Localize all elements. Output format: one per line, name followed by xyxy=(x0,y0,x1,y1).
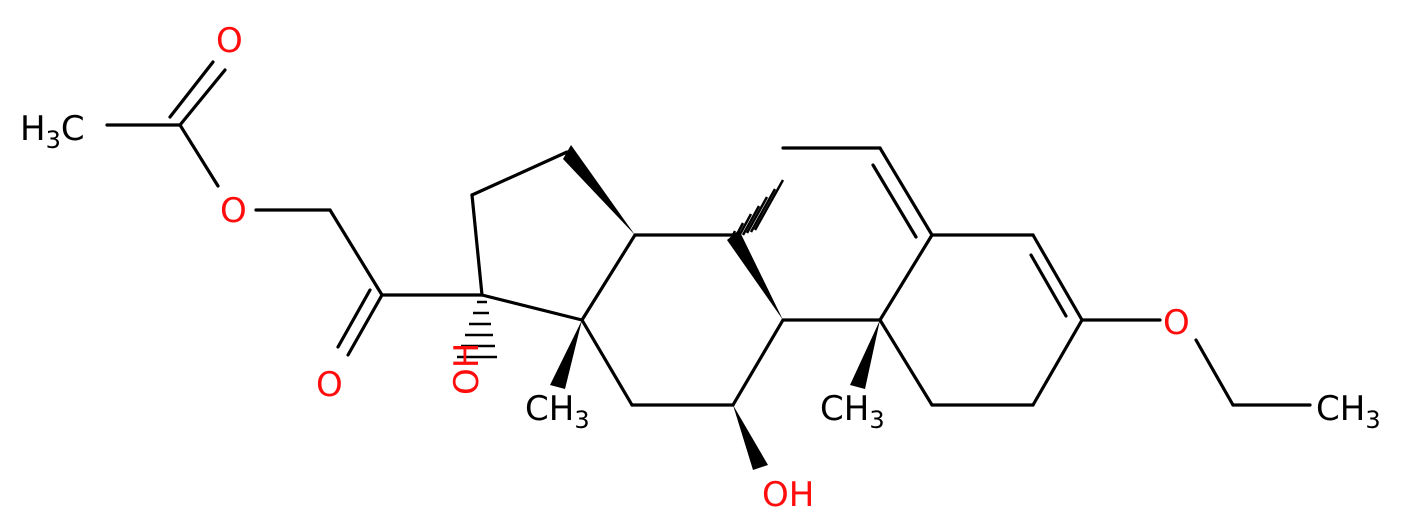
bond-c5-c10 xyxy=(878,233,934,322)
wedge-c14-c15 xyxy=(563,145,635,235)
bond-c4-c3-b xyxy=(1029,253,1068,318)
bond-carbonylc-o-a xyxy=(178,68,227,127)
bond-c20-o-b xyxy=(336,288,372,349)
ketone-oxygen-label: O xyxy=(316,365,343,405)
bond-carbonylc-o-b xyxy=(168,60,215,119)
wedge-c11-hydroxyl xyxy=(733,405,768,470)
acetyl-methyl-label: H3C xyxy=(20,109,85,154)
bond-carbonylc-oester xyxy=(178,123,220,188)
bond-c4-c3-a xyxy=(1031,233,1084,322)
ether-oxygen-label: O xyxy=(1163,303,1190,343)
ethyl-methyl-label: CH3 xyxy=(1316,389,1381,434)
methyl-10-label: CH3 xyxy=(820,389,885,434)
bond-c11-c9 xyxy=(731,318,785,407)
bond-ch2-c20 xyxy=(328,208,384,297)
bond-c1-c10 xyxy=(878,318,934,407)
bond-c20-o-a xyxy=(346,293,384,357)
hash-c17-hydroxyl xyxy=(457,300,497,359)
bond-c3-c2 xyxy=(1031,318,1084,407)
bond-c17-c13 xyxy=(480,293,584,322)
hydroxyl-11-label: OH xyxy=(762,475,814,515)
wedge-c10-methyl xyxy=(850,320,880,389)
bond-oether-ch2 xyxy=(1194,338,1235,407)
bond-c13-c14 xyxy=(580,233,637,322)
ester-oxygen-label: O xyxy=(220,191,247,231)
methyl-13-label: CH3 xyxy=(525,389,590,434)
bond-c17-c16 xyxy=(470,193,484,297)
hydroxyl-17-label: OH xyxy=(447,343,487,395)
wedge-c9-c8 xyxy=(727,230,783,320)
acetyl-carbonyl-oxygen-label: O xyxy=(216,21,243,61)
bond-c6-c5-a xyxy=(878,146,934,237)
bond-c6-c5-b xyxy=(871,163,918,239)
bond-c13-c12 xyxy=(580,318,634,407)
hash-c8-c7 xyxy=(729,179,785,240)
bond-c16-c15 xyxy=(470,150,569,197)
wedge-c13-methyl xyxy=(550,320,582,389)
